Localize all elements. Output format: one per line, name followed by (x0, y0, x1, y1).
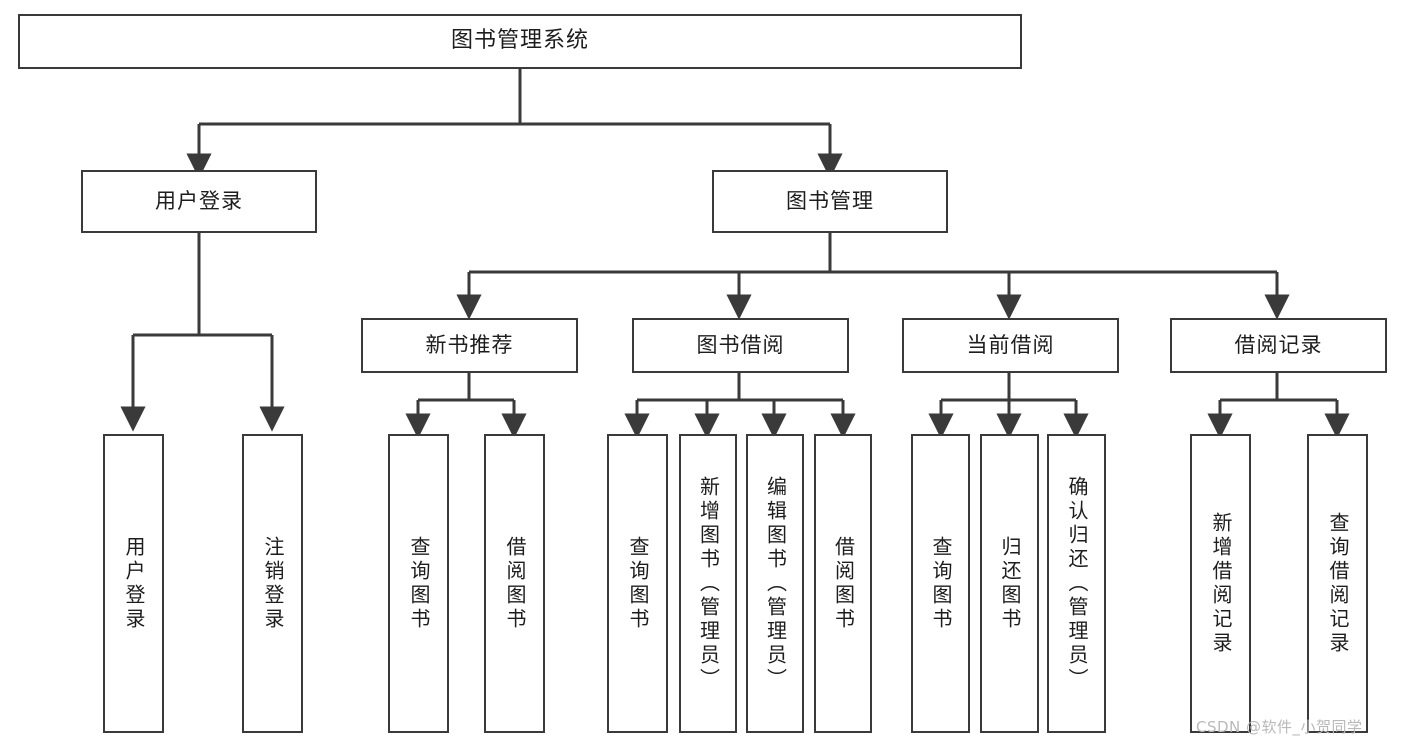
node-leaf-return-book-label: 归还图书 (998, 535, 1022, 632)
node-leaf-add-book-label: 新增图书（管理员） (696, 475, 721, 692)
edge-current-borrow-to-leaves (928, 373, 1089, 439)
edge-new-book-recommend-to-leaves (405, 373, 527, 439)
node-leaf-confirm-return-label: 确认归还（管理员） (1065, 475, 1089, 692)
watermark-text: CSDN @软件_小贺同学 (1196, 718, 1363, 736)
node-leaf-query-record[interactable]: 查询借阅记录 (1307, 434, 1368, 733)
edge-book-manage-to-level3 (456, 233, 1290, 320)
node-book-borrow-label: 图书借阅 (696, 332, 785, 357)
node-leaf-logout-login[interactable]: 注销登录 (242, 434, 303, 733)
node-leaf-user-login-label: 用户登录 (122, 535, 146, 632)
node-leaf-query-record-label: 查询借阅记录 (1326, 511, 1350, 656)
node-leaf-borrow-book-2-label: 借阅图书 (831, 535, 856, 632)
node-leaf-query-book-1-label: 查询图书 (407, 535, 431, 632)
node-leaf-borrow-book-1-label: 借阅图书 (503, 535, 527, 632)
node-new-book-recommend[interactable]: 新书推荐 (361, 318, 578, 373)
edge-user-login-to-leaves (120, 233, 285, 432)
node-current-borrow[interactable]: 当前借阅 (902, 318, 1119, 373)
node-leaf-add-record-label: 新增借阅记录 (1209, 511, 1233, 656)
node-borrow-record[interactable]: 借阅记录 (1170, 318, 1387, 373)
node-leaf-query-book-1[interactable]: 查询图书 (388, 434, 449, 733)
node-leaf-borrow-book-2[interactable]: 借阅图书 (814, 434, 872, 733)
node-leaf-confirm-return[interactable]: 确认归还（管理员） (1047, 434, 1106, 733)
node-leaf-query-book-3[interactable]: 查询图书 (911, 434, 970, 733)
edge-root-to-level2 (186, 69, 843, 179)
node-root-label: 图书管理系统 (450, 28, 589, 54)
node-leaf-logout-login-label: 注销登录 (261, 535, 285, 632)
node-user-login[interactable]: 用户登录 (81, 170, 317, 233)
node-book-borrow[interactable]: 图书借阅 (632, 318, 849, 373)
node-leaf-return-book[interactable]: 归还图书 (980, 434, 1039, 733)
node-leaf-edit-book[interactable]: 编辑图书（管理员） (746, 434, 804, 733)
node-leaf-add-record[interactable]: 新增借阅记录 (1190, 434, 1251, 733)
node-root[interactable]: 图书管理系统 (18, 14, 1022, 69)
node-borrow-record-label: 借阅记录 (1234, 332, 1323, 357)
node-leaf-query-book-2-label: 查询图书 (626, 535, 650, 632)
edge-book-borrow-to-leaves (624, 373, 856, 439)
node-book-manage-label: 图书管理 (786, 188, 874, 213)
node-leaf-query-book-2[interactable]: 查询图书 (607, 434, 668, 733)
node-user-login-label: 用户登录 (155, 188, 243, 213)
node-leaf-borrow-book-1[interactable]: 借阅图书 (484, 434, 545, 733)
node-leaf-user-login[interactable]: 用户登录 (103, 434, 164, 733)
node-leaf-add-book[interactable]: 新增图书（管理员） (679, 434, 737, 733)
node-current-borrow-label: 当前借阅 (966, 332, 1055, 357)
edge-borrow-record-to-leaves (1207, 373, 1350, 439)
node-book-manage[interactable]: 图书管理 (712, 170, 948, 233)
node-new-book-recommend-label: 新书推荐 (425, 332, 514, 357)
node-leaf-query-book-3-label: 查询图书 (929, 535, 953, 632)
node-leaf-edit-book-label: 编辑图书（管理员） (763, 475, 788, 692)
